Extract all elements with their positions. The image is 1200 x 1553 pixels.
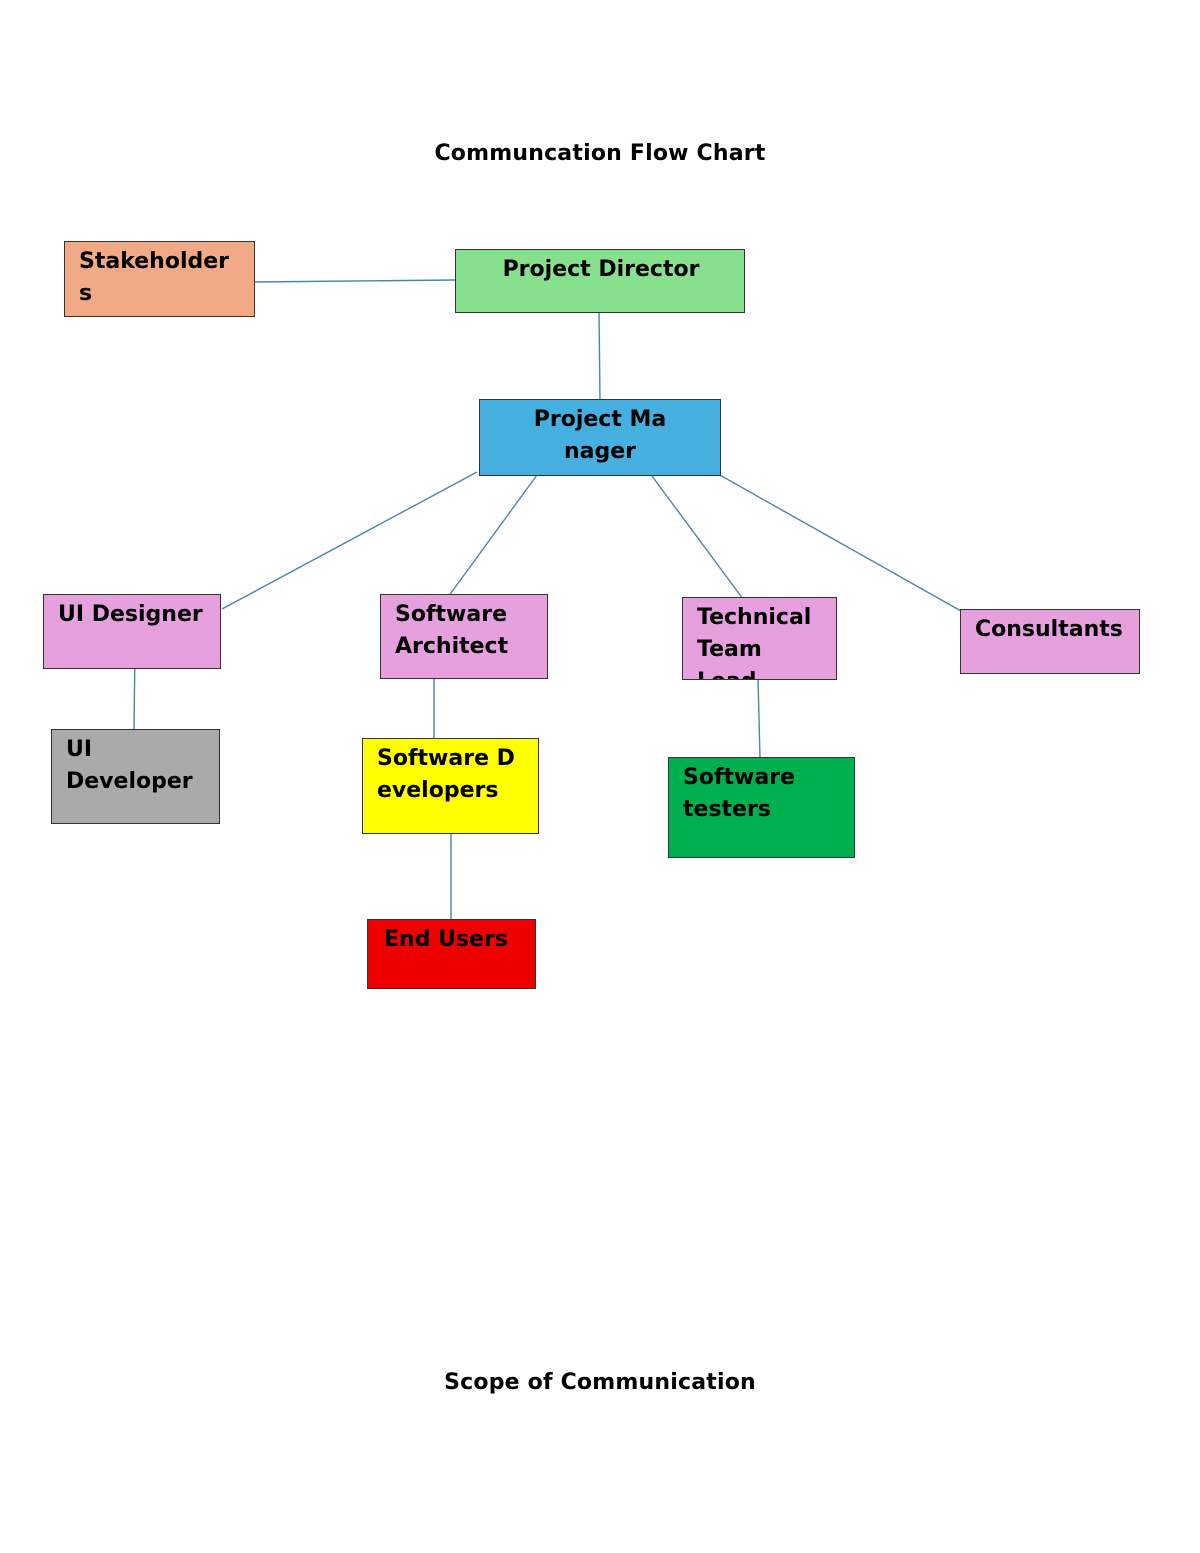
software-testers-box: Software testers: [668, 757, 855, 858]
stakeholders-box: Stakeholders: [64, 241, 255, 317]
connector-technical-team-testers: [757, 677, 761, 759]
ui-designer-box: UI Designer: [43, 594, 221, 669]
software-developers-box: Software Developers: [362, 738, 539, 834]
chart-title: Communcation Flow Chart: [434, 141, 766, 166]
technical-team-box: Technical Team Lead: [682, 597, 837, 680]
connector-manager-technical-team: [651, 475, 744, 600]
project-director-box: Project Director: [455, 249, 745, 313]
connector-stakeholders-director: [254, 279, 456, 283]
connector-manager-ui-designer: [221, 471, 478, 610]
consultants-box: Consultants: [960, 609, 1140, 674]
project-manager-box: Project Manager: [479, 399, 721, 476]
software-architect-box: Software Architect: [380, 594, 548, 679]
scope-of-communication-heading: Scope of Communication: [444, 1370, 756, 1395]
connector-director-manager: [598, 311, 601, 400]
ui-developer-box: UI Developer: [51, 729, 220, 824]
connector-manager-architect: [447, 474, 538, 598]
end-users-box: End Users: [367, 919, 536, 989]
connector-manager-consultants: [717, 473, 962, 612]
